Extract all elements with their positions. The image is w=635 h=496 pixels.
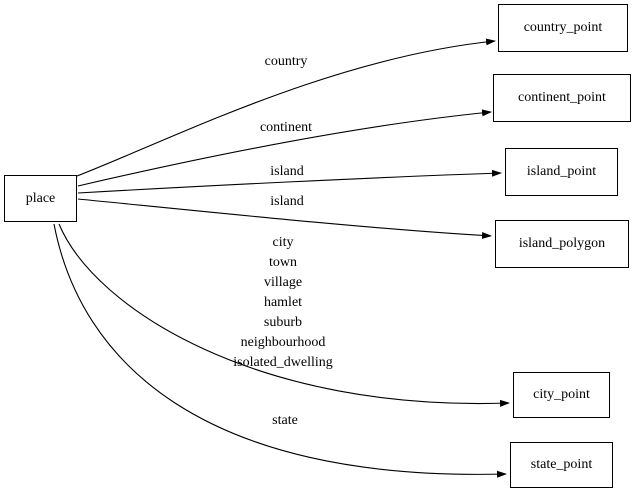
node-state-point: state_point: [510, 442, 613, 488]
edge-place-to-island-point: [77, 169, 502, 194]
node-continent-point-label: continent_point: [518, 90, 606, 105]
node-country-point: country_point: [498, 4, 628, 52]
node-city-point: city_point: [513, 372, 610, 418]
edge-label-continent: continent: [259, 120, 313, 135]
node-state-point-label: state_point: [530, 457, 593, 472]
node-country-point-label: country_point: [523, 20, 603, 35]
edge-place-to-state-point: [53, 223, 507, 478]
edge-place-to-country-point: [76, 38, 496, 177]
node-island-polygon-label: island_polygon: [518, 236, 606, 251]
edge-label-city-point: city town village hamlet suburb neighbou…: [233, 235, 333, 370]
node-city-point-label: city_point: [533, 387, 590, 402]
node-place-label: place: [25, 190, 56, 206]
edge-label-island-point: island: [270, 164, 304, 179]
node-place: place: [4, 175, 77, 222]
edge-label-island-polygon: island: [270, 194, 304, 209]
edge-place-to-island-polygon: [77, 198, 492, 239]
node-continent-point: continent_point: [493, 74, 631, 122]
edge-place-to-city-point: [58, 223, 510, 407]
node-island-point-label: island_point: [526, 164, 597, 179]
edge-label-state-point: state: [272, 413, 298, 428]
node-island-point: island_point: [505, 148, 618, 196]
node-island-polygon: island_polygon: [495, 220, 629, 268]
edge-place-to-continent-point: [77, 109, 492, 187]
edge-label-country: country: [264, 54, 308, 69]
